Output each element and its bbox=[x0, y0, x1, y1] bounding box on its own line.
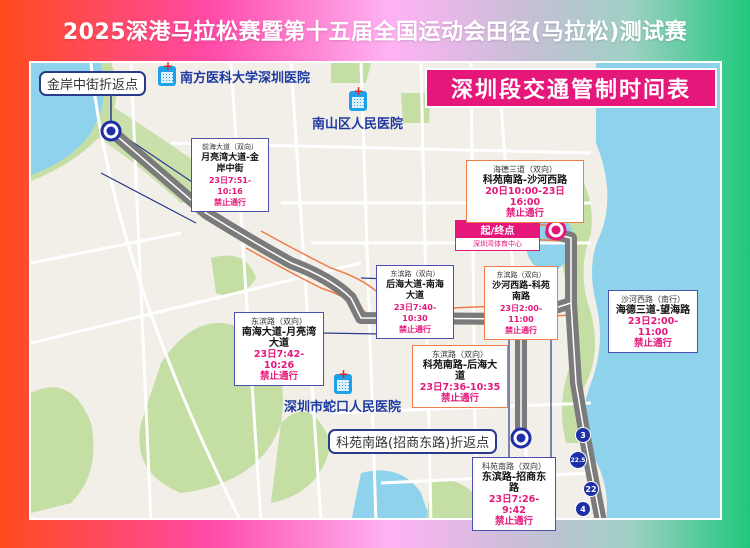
control-callout: 东滨路（双向） 后海大道-南海大道 23日7:40-10:30 禁止通行 bbox=[376, 265, 454, 339]
control-section: 沙河西路-科苑南路 bbox=[492, 281, 550, 302]
hospital-icon bbox=[158, 59, 176, 86]
control-section: 月亮湾大道-金岸中街 bbox=[201, 153, 259, 174]
km-marker: 22 bbox=[583, 481, 599, 497]
start-finish-title: 起/终点 bbox=[456, 221, 539, 238]
turnaround-point-keyuan: 科苑南路(招商东路)折返点 bbox=[328, 429, 498, 454]
control-status: 禁止通行 bbox=[399, 325, 431, 334]
control-section: 东滨路-招商东路 bbox=[481, 472, 547, 494]
hospital-label: 深圳市蛇口人民医院 bbox=[284, 400, 402, 415]
control-status: 禁止通行 bbox=[633, 338, 672, 349]
hospital-label: 南山区人民医院 bbox=[312, 117, 404, 132]
km-marker: 3 bbox=[575, 427, 591, 443]
control-time: 23日7:36-10:35 bbox=[419, 382, 501, 393]
control-status: 禁止通行 bbox=[214, 198, 246, 207]
control-section: 科苑南路-沙河西路 bbox=[482, 175, 568, 186]
km-marker: 4 bbox=[575, 501, 591, 517]
control-time: 23日2:00-11:00 bbox=[627, 316, 679, 338]
control-section: 南海大道-月亮湾大道 bbox=[241, 327, 317, 349]
control-time: 23日7:40-10:30 bbox=[393, 303, 437, 323]
control-callout: 东滨路（双向） 沙河西路-科苑南路 23日2:00-11:00 禁止通行 bbox=[484, 266, 558, 340]
hospital-nanshan: 南山区人民医院 bbox=[312, 84, 404, 132]
control-time: 20日10:00-23日16:00 bbox=[485, 186, 565, 208]
hospital-shekou: 深圳市蛇口人民医院 bbox=[284, 367, 402, 415]
control-direction: 东滨路（双向） bbox=[390, 270, 440, 278]
control-callout: 东滨路（双向） 科苑南路-后海大道 23日7:36-10:35 禁止通行 bbox=[412, 345, 508, 408]
turnaround-point-jinan: 金岸中街折返点 bbox=[39, 71, 147, 96]
control-status: 禁止通行 bbox=[494, 516, 533, 527]
control-callout: 科苑南路（双向） 东滨路-招商东路 23日7:26-9:42 禁止通行 bbox=[472, 457, 556, 531]
control-direction: 科苑南路（双向） bbox=[482, 462, 546, 471]
control-section: 海德三道-望海路 bbox=[615, 305, 691, 316]
control-callout: 海德三道（双向） 科苑南路-沙河西路 20日10:00-23日16:00 禁止通… bbox=[466, 160, 584, 223]
hospital-icon bbox=[333, 367, 352, 394]
hospital-label: 南方医科大学深圳医院 bbox=[180, 70, 311, 86]
control-direction: 东滨路（双向） bbox=[432, 350, 488, 359]
control-callout: 前海大道（双向） 月亮湾大道-金岸中街 23日7:51-10:16 禁止通行 bbox=[191, 138, 269, 212]
control-status: 禁止通行 bbox=[440, 393, 479, 404]
control-time: 23日7:26-9:42 bbox=[488, 494, 540, 516]
control-direction: 海德三道（双向） bbox=[493, 165, 557, 174]
control-section: 科苑南路-后海大道 bbox=[422, 360, 498, 382]
control-direction: 东滨路（双向） bbox=[251, 317, 307, 326]
control-direction: 东滨路（双向） bbox=[496, 271, 546, 279]
control-status: 禁止通行 bbox=[505, 208, 544, 219]
control-section: 后海大道-南海大道 bbox=[386, 280, 444, 301]
control-direction: 前海大道（双向） bbox=[202, 143, 258, 151]
start-finish-venue: 深圳湾体育中心 bbox=[473, 240, 522, 248]
bottom-gradient-band bbox=[0, 520, 750, 548]
control-status: 禁止通行 bbox=[259, 371, 298, 382]
hospital-icon bbox=[348, 84, 367, 111]
km-marker: 22.5 bbox=[569, 451, 587, 469]
control-time: 23日7:42-10:26 bbox=[253, 349, 305, 371]
control-time: 23日2:00-11:00 bbox=[499, 304, 543, 324]
control-time: 23日7:51-10:16 bbox=[208, 176, 252, 196]
start-finish-label: 起/终点 深圳湾体育中心 bbox=[455, 220, 540, 251]
control-callout: 沙河西路（南行） 海德三道-望海路 23日2:00-11:00 禁止通行 bbox=[608, 290, 698, 353]
control-status: 禁止通行 bbox=[505, 326, 537, 335]
hospital-nanfang: 南方医科大学深圳医院 bbox=[158, 59, 311, 86]
page-title: 2025深港马拉松赛暨第十五届全国运动会田径(马拉松)测试赛 bbox=[62, 20, 688, 45]
traffic-control-schedule-title: 深圳段交通管制时间表 bbox=[425, 68, 717, 108]
control-direction: 沙河西路（南行） bbox=[621, 295, 685, 304]
control-callout: 东滨路（双向） 南海大道-月亮湾大道 23日7:42-10:26 禁止通行 bbox=[234, 312, 324, 386]
